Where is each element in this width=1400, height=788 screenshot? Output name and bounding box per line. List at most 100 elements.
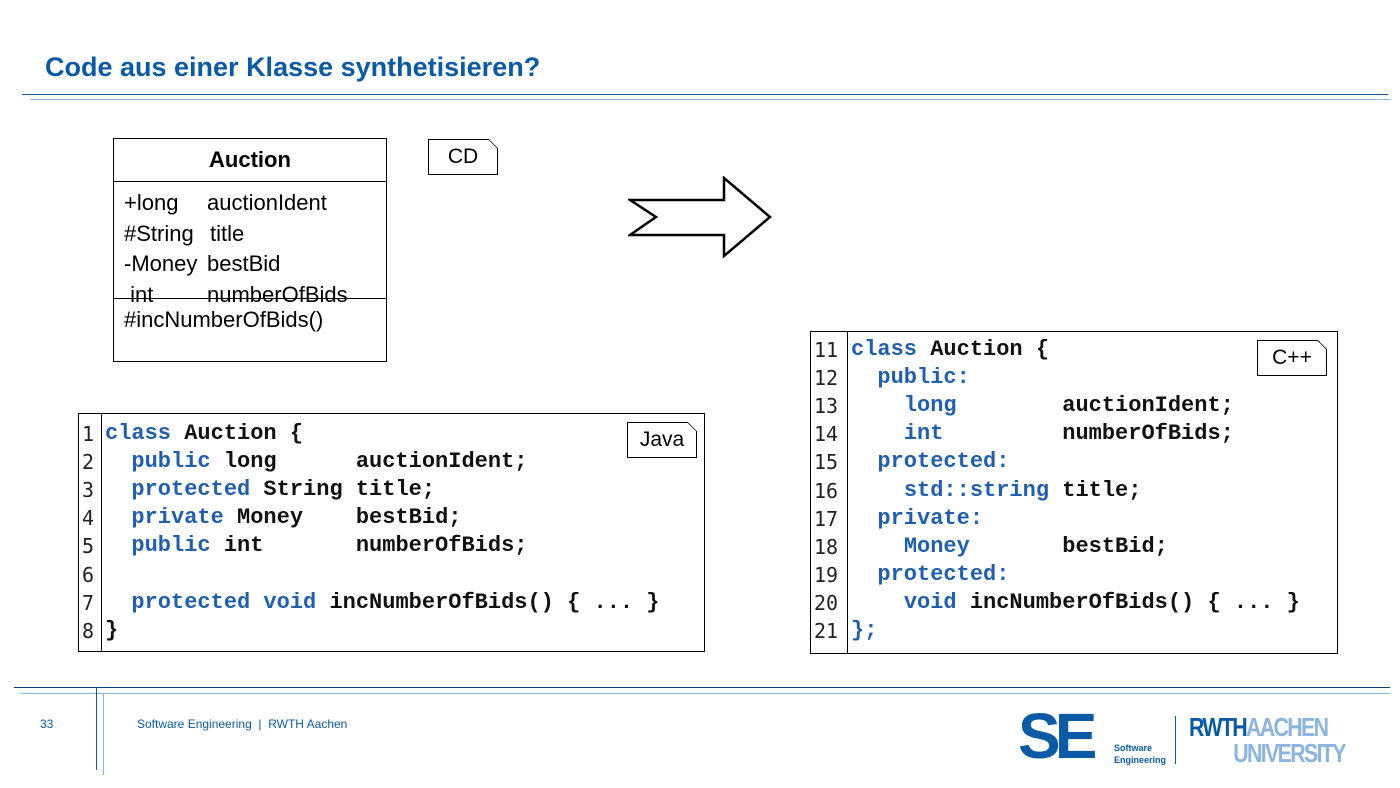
slide-title: Code aus einer Klasse synthetisieren? <box>45 52 541 82</box>
code-keyword: protected <box>131 477 251 503</box>
uml-attribute: +long auctionIdent <box>124 188 386 219</box>
code-line: 5 public int numberOfBids; <box>79 532 704 560</box>
code-text: public long auctionIdent; <box>105 448 527 476</box>
line-number: 14 <box>814 422 839 447</box>
code-text: int numberOfBids; <box>851 420 1234 448</box>
code-line: 19 protected: <box>811 561 1337 589</box>
code-token <box>851 421 904 446</box>
code-token <box>105 505 131 530</box>
code-token: } <box>105 617 119 643</box>
code-line: 4 private Money bestBid; <box>79 504 704 532</box>
code-keyword: Money <box>903 533 970 559</box>
uml-attribute-type: -Money <box>124 251 198 276</box>
line-number: 1 <box>82 422 95 446</box>
code-text: protected: <box>851 561 1009 589</box>
line-number: 19 <box>814 562 839 587</box>
code-line: 14 int numberOfBids; <box>811 420 1337 448</box>
uml-attribute-name: bestBid <box>207 251 281 276</box>
code-token: Auction { <box>171 421 304 446</box>
footer-divider <box>96 687 97 770</box>
code-keyword: void <box>903 589 957 615</box>
code-text: class Auction { <box>851 336 1049 364</box>
logo-group: SE Software Engineering RWTHAACHEN UNIVE… <box>1018 704 1363 768</box>
code-line: 20 void incNumberOfBids() { ... } <box>811 589 1337 617</box>
rwth-logo: RWTHAACHEN UNIVERSITY <box>1189 712 1346 768</box>
code-keyword: class <box>105 421 172 446</box>
code-line: 15 protected: <box>811 448 1337 476</box>
code-text: std::string title; <box>851 477 1142 505</box>
code-keyword: public <box>131 449 211 475</box>
code-token <box>851 449 877 474</box>
code-token: Money bestBid; <box>223 505 462 531</box>
code-text: long auctionIdent; <box>851 392 1234 420</box>
line-number: 7 <box>82 590 95 615</box>
line-number: 21 <box>814 619 839 643</box>
line-number: 16 <box>814 478 839 503</box>
code-token: incNumberOfBids() { ... } <box>316 589 660 615</box>
line-number: 11 <box>814 338 839 362</box>
uml-class-name: Auction <box>114 139 386 182</box>
uml-attribute-type: +long <box>124 190 179 215</box>
code-keyword: int <box>903 421 944 447</box>
line-number: 8 <box>82 618 95 643</box>
code-token <box>851 562 877 587</box>
code-line: 6 <box>79 561 704 589</box>
line-number: 4 <box>82 506 95 531</box>
code-keyword: private: <box>877 505 984 531</box>
uml-operations: #incNumberOfBids() <box>114 299 386 333</box>
code-line: 2 public long auctionIdent; <box>79 448 704 476</box>
footer-divider-light <box>103 693 104 775</box>
se-logo-subtitle: Software Engineering <box>1114 743 1167 765</box>
line-number: 5 <box>82 534 95 559</box>
code-token: Auction { <box>917 337 1050 362</box>
code-line: 18 Money bestBid; <box>811 533 1337 561</box>
code-line: 21}; <box>811 617 1337 645</box>
code-token <box>105 449 131 474</box>
code-text: protected: <box>851 448 1009 476</box>
code-line: 8} <box>79 617 704 645</box>
code-keyword: private <box>131 505 224 531</box>
code-line: 16 std::string title; <box>811 477 1337 505</box>
title-rule <box>22 94 1388 95</box>
code-line: 17 private: <box>811 505 1337 533</box>
title-rule-light <box>30 99 1390 100</box>
uml-attribute-type: int <box>124 281 154 307</box>
line-number: 18 <box>814 534 839 559</box>
code-keyword: public: <box>877 365 970 391</box>
uml-attribute: -Money bestBid <box>124 249 386 280</box>
code-line: 13 long auctionIdent; <box>811 392 1337 420</box>
code-token: int numberOfBids; <box>210 533 528 559</box>
code-token <box>105 477 131 502</box>
code-token <box>851 393 904 418</box>
footer-rule <box>14 687 1390 688</box>
code-token: title; <box>1049 477 1142 503</box>
code-token: incNumberOfBids() { ... } <box>956 589 1300 615</box>
code-text: }; <box>851 617 877 645</box>
uml-attribute-name: title <box>210 220 245 246</box>
code-keyword: protected: <box>877 561 1010 587</box>
code-text: void incNumberOfBids() { ... } <box>851 589 1300 617</box>
code-keyword: }; <box>851 618 878 643</box>
code-keyword: protected: <box>877 449 1010 475</box>
code-token: auctionIdent; <box>956 393 1234 419</box>
line-number: 3 <box>82 478 95 503</box>
code-text: protected String title; <box>105 476 435 504</box>
line-number: 12 <box>814 366 839 391</box>
line-number: 15 <box>814 450 839 475</box>
code-line: 7 protected void incNumberOfBids() { ...… <box>79 589 704 617</box>
uml-attribute-name: auctionIdent <box>207 190 327 215</box>
code-keyword: class <box>851 337 918 362</box>
code-keyword: protected void <box>131 589 317 615</box>
code-line: 3 protected String title; <box>79 476 704 504</box>
logo-divider <box>1175 716 1176 764</box>
code-text: public: <box>851 364 970 392</box>
code-text: private: <box>851 505 983 533</box>
code-line: 11 class Auction { <box>811 336 1337 364</box>
code-text: public int numberOfBids; <box>105 532 527 560</box>
code-text: class Auction { <box>105 420 303 448</box>
